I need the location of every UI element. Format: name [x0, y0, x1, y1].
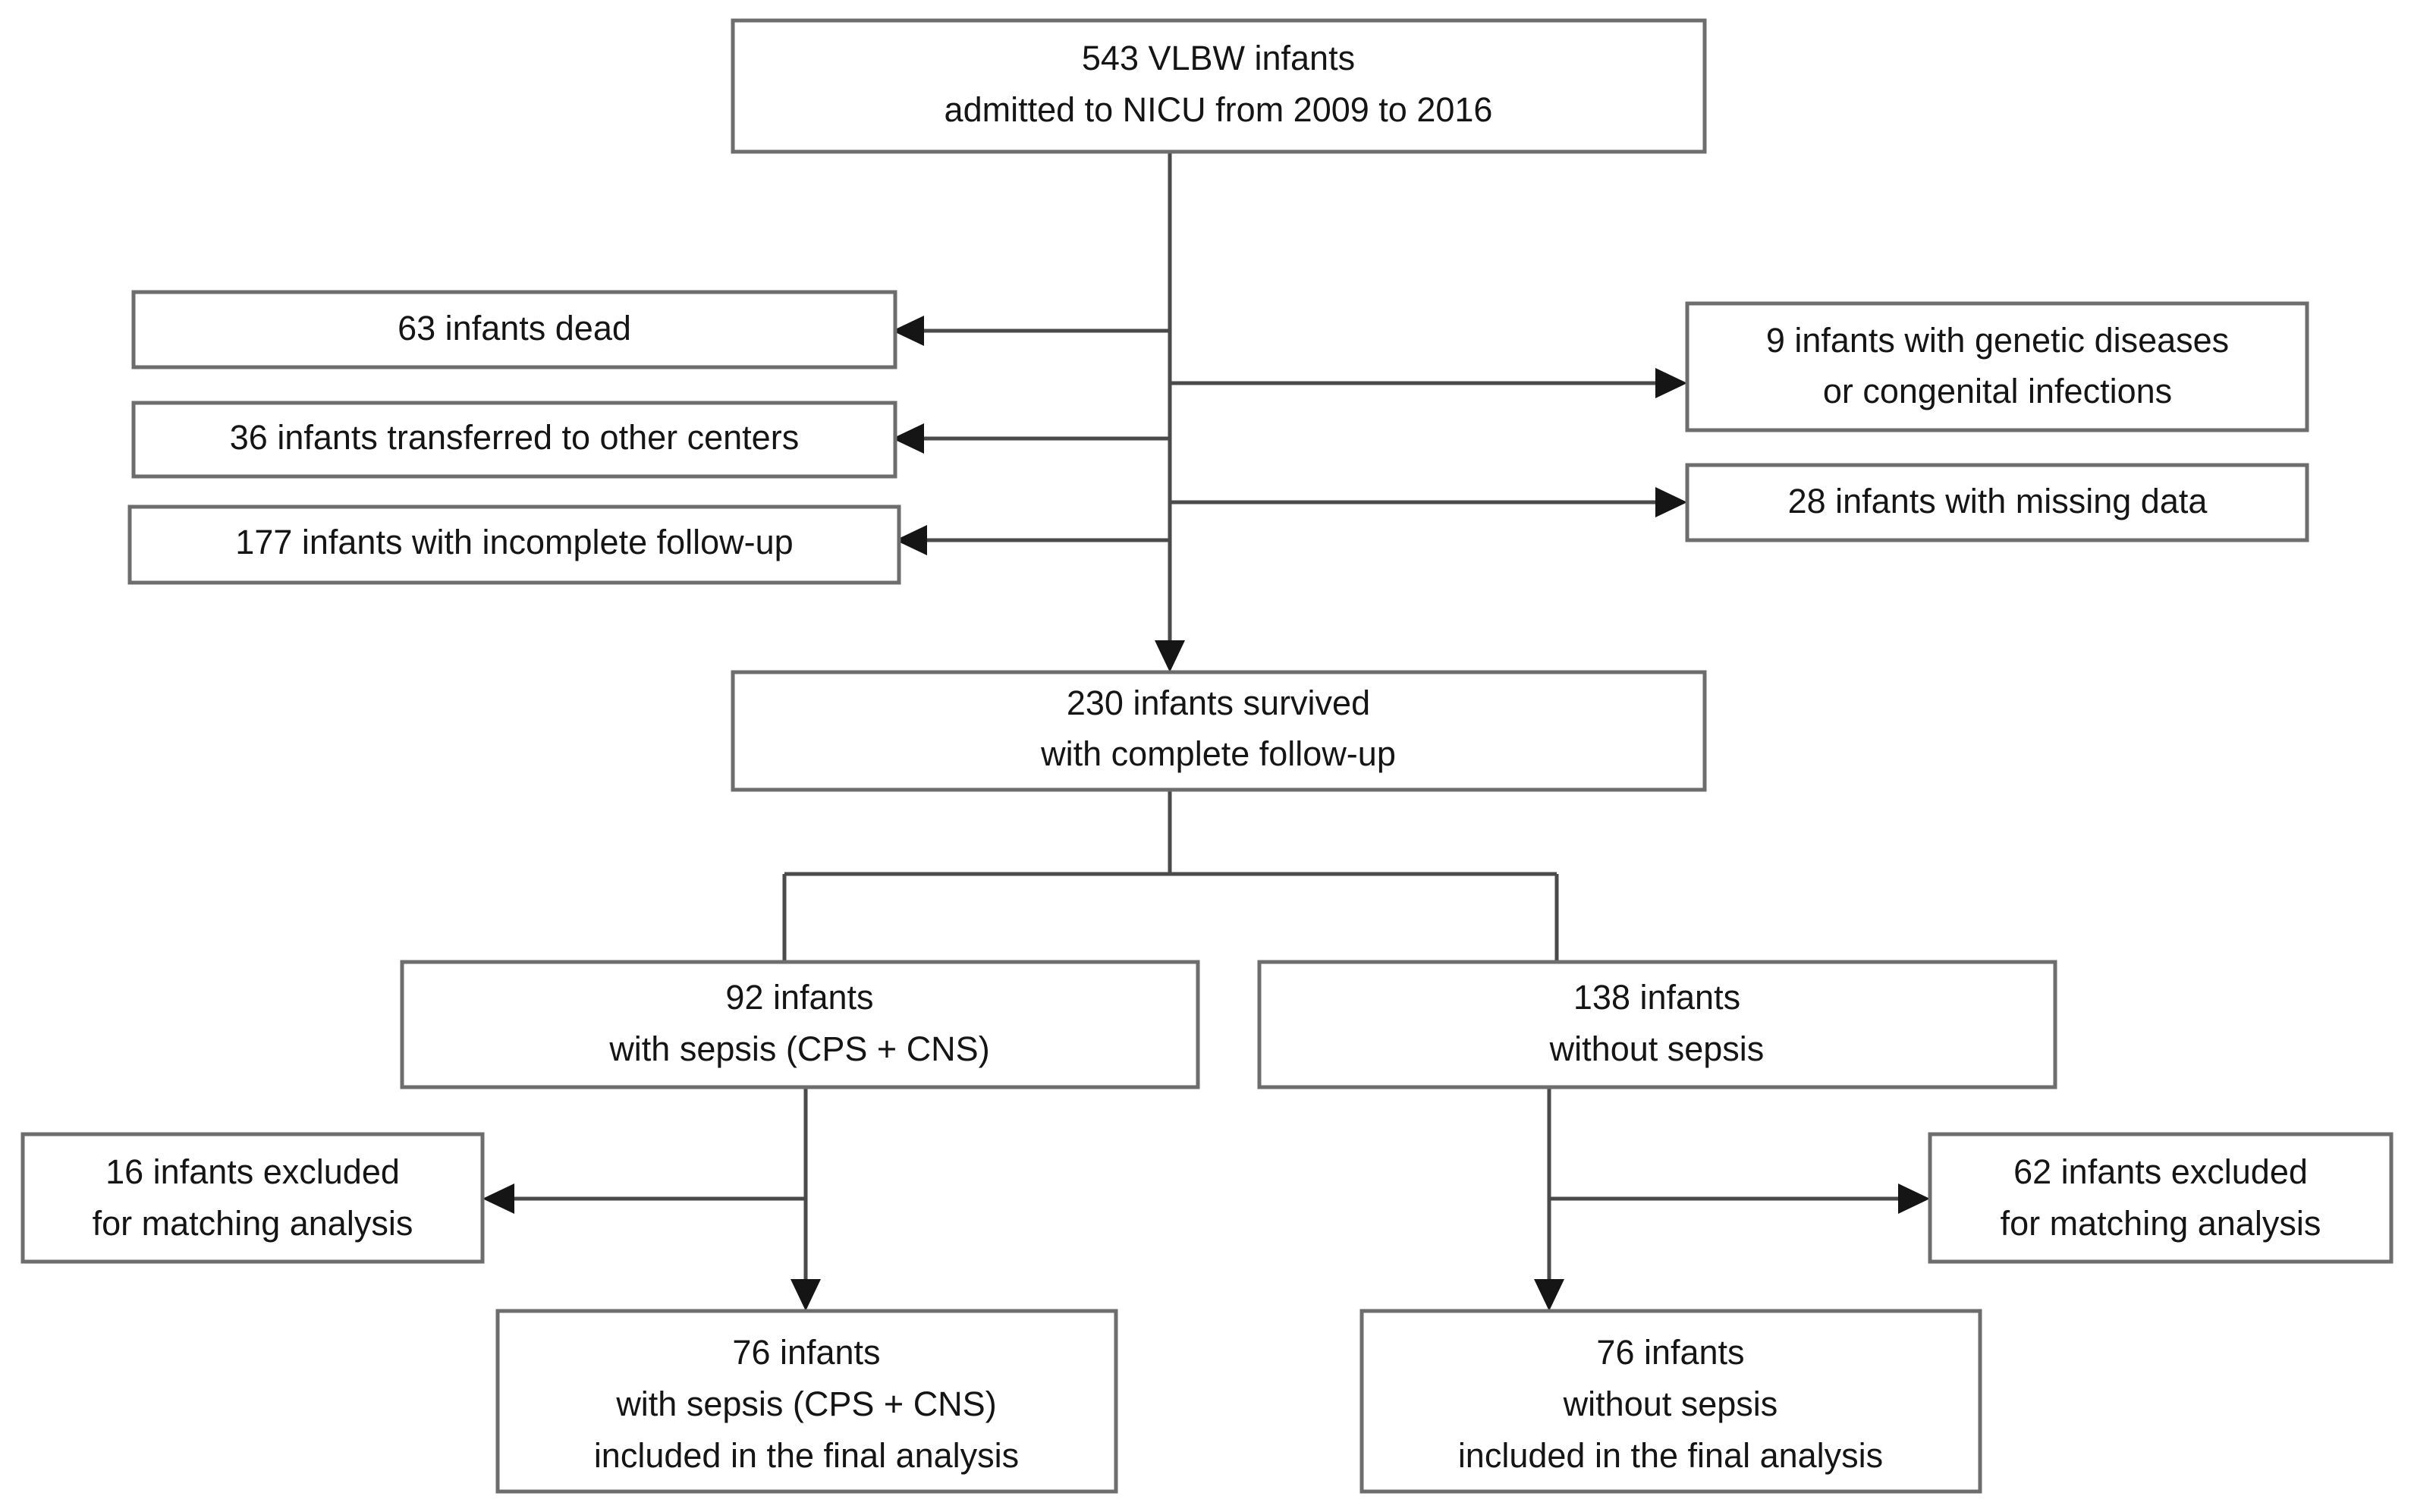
node-excl-incomplete-label: 177 infants with incomplete follow-up	[235, 523, 793, 561]
node-without-sepsis-line1: 138 infants	[1573, 978, 1740, 1017]
node-excl-missing-data[interactable]: 28 infants with missing data	[1685, 463, 2309, 542]
node-enrolled-box	[731, 18, 1707, 154]
node-excl-matching-left-box	[20, 1132, 485, 1264]
arrowhead-into-survived	[1155, 640, 1185, 672]
node-without-sepsis[interactable]: 138 infants without sepsis	[1257, 960, 2057, 1089]
node-with-sepsis-line2: with sepsis (CPS + CNS)	[608, 1029, 989, 1068]
node-excl-dead-box	[131, 290, 897, 369]
node-enrolled[interactable]: 543 VLBW infants admitted to NICU from 2…	[731, 18, 1707, 154]
arrowhead-into-final-sepsis	[791, 1279, 821, 1311]
node-final-without-sepsis-line1: 76 infants	[1596, 1333, 1744, 1372]
arrowhead-into-final-no-sepsis	[1534, 1279, 1564, 1311]
node-survived-box	[731, 670, 1707, 792]
node-with-sepsis-line1: 92 infants	[725, 978, 873, 1017]
arrowhead-into-excl-missing	[1655, 487, 1687, 517]
node-without-sepsis-line2: without sepsis	[1549, 1029, 1765, 1068]
node-excl-genetic-congenital[interactable]: 9 infants with genetic diseases or conge…	[1685, 301, 2309, 432]
node-excl-matching-right-line1: 62 infants excluded	[2013, 1152, 2308, 1191]
node-excluded-matching-no-sepsis[interactable]: 62 infants excluded for matching analysi…	[1928, 1132, 2394, 1264]
node-survived[interactable]: 230 infants survived with complete follo…	[731, 670, 1707, 792]
node-enrolled-line2: admitted to NICU from 2009 to 2016	[945, 90, 1493, 129]
node-excl-genetic-line1: 9 infants with genetic diseases	[1766, 321, 2229, 360]
node-final-with-sepsis-line1: 76 infants	[732, 1333, 880, 1372]
connector-layer	[482, 152, 1930, 1311]
node-excl-missing-box	[1685, 463, 2309, 542]
node-final-without-sepsis-box	[1359, 1309, 1982, 1494]
node-excl-dead-label: 63 infants dead	[398, 309, 631, 347]
arrowhead-into-excl-incomplete	[895, 525, 927, 555]
node-final-without-sepsis[interactable]: 76 infants without sepsis included in th…	[1359, 1309, 1982, 1494]
arrowhead-into-excl-genetic	[1655, 368, 1687, 398]
node-final-with-sepsis-box	[495, 1309, 1118, 1494]
node-without-sepsis-box	[1257, 960, 2057, 1089]
node-excluded-matching-sepsis[interactable]: 16 infants excluded for matching analysi…	[20, 1132, 485, 1264]
node-excl-matching-left-line2: for matching analysis	[93, 1204, 413, 1243]
node-excl-incomplete-box	[127, 505, 901, 585]
node-final-without-sepsis-line2: without sepsis	[1563, 1385, 1778, 1423]
node-excl-matching-right-line2: for matching analysis	[2001, 1204, 2321, 1243]
node-excl-genetic-line2: or congenital infections	[1823, 372, 2172, 410]
node-excl-incomplete-followup[interactable]: 177 infants with incomplete follow-up	[127, 505, 901, 585]
node-excl-transferred-box	[131, 401, 897, 479]
node-final-without-sepsis-line3: included in the final analysis	[1458, 1436, 1883, 1475]
node-excl-missing-label: 28 infants with missing data	[1788, 482, 2208, 520]
node-excl-matching-right-box	[1928, 1132, 2394, 1264]
node-survived-line1: 230 infants survived	[1067, 684, 1370, 722]
node-excl-transferred[interactable]: 36 infants transferred to other centers	[131, 401, 897, 479]
node-final-with-sepsis[interactable]: 76 infants with sepsis (CPS + CNS) inclu…	[495, 1309, 1118, 1494]
arrowhead-into-excl-transferred	[892, 423, 924, 454]
node-with-sepsis-box	[400, 960, 1200, 1089]
arrowhead-into-excl-matching-right	[1898, 1184, 1930, 1214]
node-excl-transferred-label: 36 infants transferred to other centers	[230, 418, 799, 457]
node-enrolled-line1: 543 VLBW infants	[1082, 39, 1355, 77]
node-excl-genetic-box	[1685, 301, 2309, 432]
arrowhead-into-excl-matching-left	[482, 1184, 514, 1214]
arrowhead-into-excl-dead	[892, 316, 924, 346]
node-excl-dead[interactable]: 63 infants dead	[131, 290, 897, 369]
node-final-with-sepsis-line2: with sepsis (CPS + CNS)	[615, 1385, 996, 1423]
node-survived-line2: with complete follow-up	[1040, 734, 1396, 773]
node-with-sepsis[interactable]: 92 infants with sepsis (CPS + CNS)	[400, 960, 1200, 1089]
node-excl-matching-left-line1: 16 infants excluded	[105, 1152, 400, 1191]
node-final-with-sepsis-line3: included in the final analysis	[594, 1436, 1019, 1475]
